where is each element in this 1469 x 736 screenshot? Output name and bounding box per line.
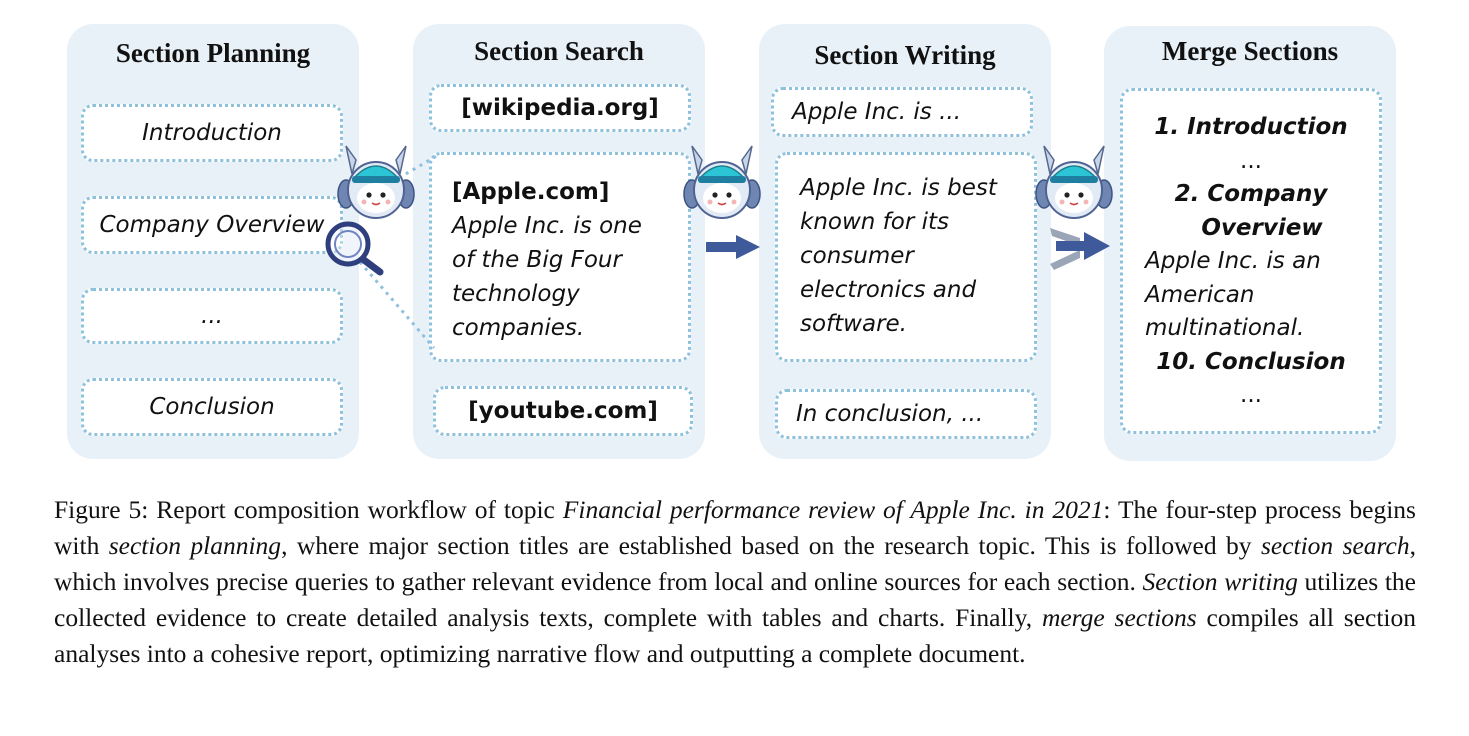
figure-caption: Figure 5: Report composition workflow of… [54,495,1417,668]
section-planning-title: Section Planning [115,38,311,68]
plan-item-ellipsis: ... [81,288,343,344]
merge-heading-introduction: 1. Introduction [1154,114,1348,140]
robot-icon [337,145,415,219]
plan-item-company-overview: Company Overview [81,196,343,254]
section-search-title: Section Search [474,36,644,66]
section-writing-panel: Section Writing Apple Inc. is ... Apple … [759,24,1051,459]
source-apple-label: [Apple.com] [452,179,610,205]
source-wikipedia: [wikipedia.org] [429,84,691,132]
merged-report-box: 1. Introduction ... 2. Company Overview … [1120,88,1382,434]
merge-heading-overview: Overview [1201,214,1323,241]
magnifier-icon [325,221,384,276]
section-search-panel: Section Search [wikipedia.org] [Apple.co… [413,24,705,459]
robot-icon [1035,145,1113,219]
connector-bottom [358,261,436,349]
section-writing-title: Section Writing [814,40,996,70]
workflow-graphics [325,145,1113,349]
source-youtube: [youtube.com] [433,386,693,436]
plan-item-conclusion: Conclusion [81,378,343,436]
writing-body-box: Apple Inc. is best known for its consume… [775,152,1037,362]
arrow-right-icon [706,235,760,259]
merge-sections-title: Merge Sections [1161,36,1339,66]
plan-item-introduction: Introduction [81,104,343,162]
merge-sections-panel: Merge Sections 1. Introduction ... 2. Co… [1104,26,1396,461]
arrow-right-icon [1050,228,1110,270]
robot-icon [683,145,761,219]
merge-heading-company: 2. Company [1174,181,1328,207]
writing-conclusion-box: In conclusion, ... [775,389,1037,439]
section-planning-panel: Section Planning Introduction Company Ov… [67,24,359,459]
writing-intro-box: Apple Inc. is ... [771,87,1033,137]
source-apple: [Apple.com] Apple Inc. is one of the Big… [429,152,691,362]
merge-heading-conclusion: 10. Conclusion [1156,348,1346,375]
